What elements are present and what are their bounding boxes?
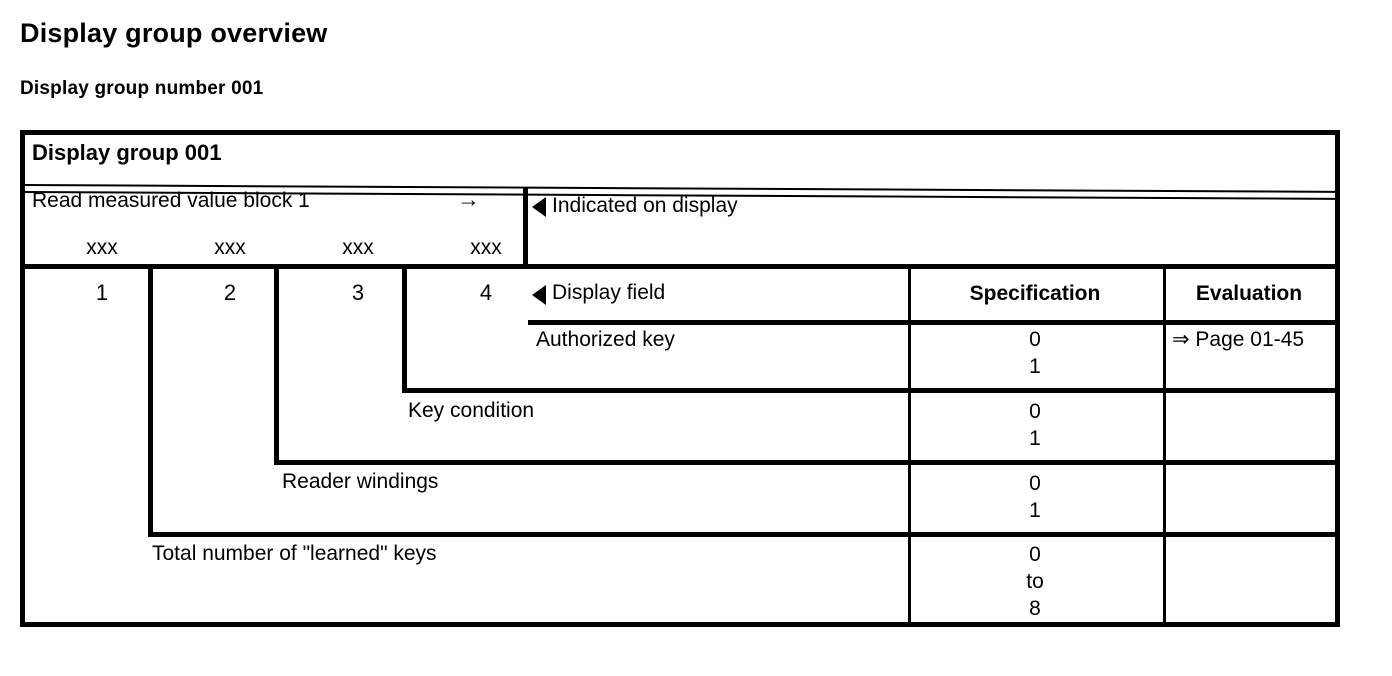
spec-value: 0 bbox=[1029, 543, 1041, 566]
row-label-reader-windings: Reader windings bbox=[282, 470, 439, 493]
row-separator-header bbox=[528, 320, 1340, 325]
frame-right bbox=[1335, 130, 1340, 627]
evaluation-row-bottom bbox=[1163, 388, 1340, 393]
placeholder-col-1: xxx bbox=[86, 236, 118, 259]
placeholder-col-2: xxx bbox=[214, 236, 246, 259]
band-title: Display group 001 bbox=[32, 140, 222, 165]
request-label: Read measured value block 1 bbox=[32, 189, 310, 212]
frame-bottom bbox=[20, 622, 1340, 627]
specification-total-learned-keys: 0 to 8 bbox=[908, 541, 1162, 622]
request-block-right bbox=[523, 188, 528, 269]
specification-authorized-key: 0 1 bbox=[908, 326, 1162, 380]
column-number-3: 3 bbox=[351, 280, 365, 305]
display-field-label: Display field bbox=[552, 281, 666, 304]
leader-vertical-col-3 bbox=[274, 264, 279, 465]
spec-value: 1 bbox=[1029, 355, 1041, 378]
separator-specification bbox=[908, 269, 911, 622]
page-subtitle: Display group number 001 bbox=[20, 78, 264, 99]
placeholder-col-4: xxx bbox=[470, 236, 502, 259]
leader-vertical-col-4 bbox=[402, 264, 407, 393]
leader-vertical-col-1 bbox=[20, 264, 25, 537]
specification-reader-windings: 0 1 bbox=[908, 470, 1162, 524]
row-label-total-learned-keys: Total number of "learned" keys bbox=[152, 542, 437, 565]
column-number-1: 1 bbox=[95, 280, 109, 305]
column-number-4: 4 bbox=[479, 280, 493, 305]
specification-header: Specification bbox=[969, 282, 1101, 305]
row-separator-3 bbox=[148, 532, 1340, 537]
placeholder-col-3: xxx bbox=[342, 236, 374, 259]
spec-value: 1 bbox=[1029, 499, 1041, 522]
spec-value: 0 bbox=[1029, 472, 1041, 495]
indicated-on-display-triangle-icon bbox=[532, 197, 546, 217]
row-separator-1 bbox=[402, 388, 1340, 393]
row-label-authorized-key: Authorized key bbox=[536, 328, 675, 351]
frame-top bbox=[20, 130, 1340, 135]
display-group-diagram: Display group 001 Read measured value bl… bbox=[20, 130, 1340, 627]
spec-value: 0 bbox=[1029, 328, 1041, 351]
header-strip-top bbox=[523, 264, 1340, 269]
evaluation-page-reference[interactable]: ⇒ Page 01-45 bbox=[1172, 328, 1305, 351]
spec-value: 1 bbox=[1029, 427, 1041, 450]
evaluation-header: Evaluation bbox=[1195, 282, 1303, 305]
leader-vertical-col-2 bbox=[148, 264, 153, 537]
indicated-on-display-label: Indicated on display bbox=[552, 194, 738, 217]
display-field-triangle-icon bbox=[532, 285, 546, 305]
row-label-key-condition: Key condition bbox=[408, 399, 535, 422]
specification-key-condition: 0 1 bbox=[908, 398, 1162, 452]
spec-value: to bbox=[1026, 570, 1044, 593]
row-separator-2 bbox=[274, 460, 1340, 465]
page-title: Display group overview bbox=[20, 18, 328, 48]
spec-value: 8 bbox=[1029, 597, 1041, 620]
column-number-2: 2 bbox=[223, 280, 237, 305]
request-arrow-icon: → bbox=[457, 186, 480, 212]
separator-evaluation bbox=[1163, 269, 1166, 622]
spec-value: 0 bbox=[1029, 400, 1041, 423]
